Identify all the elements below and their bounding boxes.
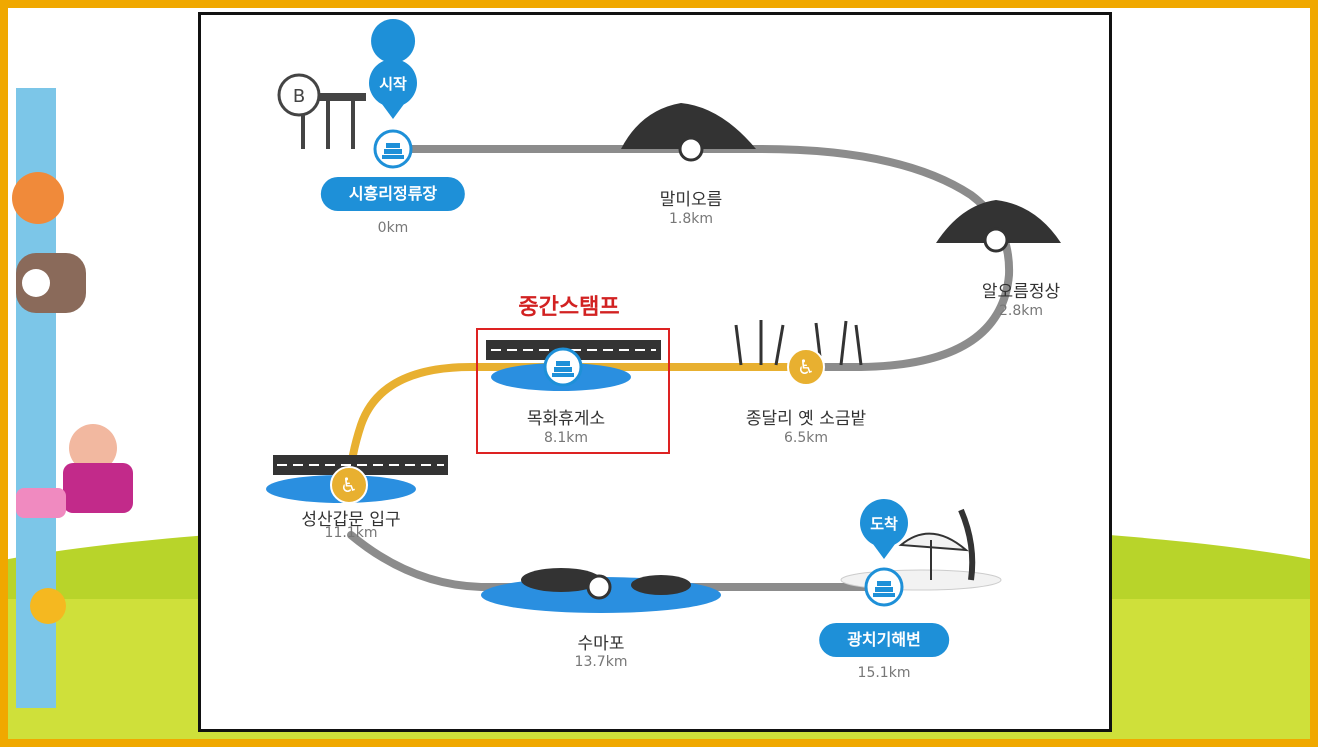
seongsan-road-icon <box>266 455 448 503</box>
stop-distance: 6.5km <box>783 430 829 446</box>
stop-marker-stamp-icon <box>864 567 904 607</box>
svg-text:B: B <box>293 86 305 107</box>
stop-marker-oreum-icon <box>678 136 704 162</box>
route-map: B <box>266 19 1061 613</box>
end-pin-icon <box>860 499 908 559</box>
svg-text:♿: ♿ <box>797 355 815 379</box>
stop-label: 목화휴게소 <box>526 409 606 429</box>
stop-marker-wheelchair-icon: ♿ <box>330 466 368 504</box>
stop-label-start: 시흥리정류장 <box>320 177 466 211</box>
reeds-icon <box>734 320 863 366</box>
stop-label-end: 광치기해변 <box>819 623 949 657</box>
stop-marker-rock-icon <box>586 574 612 600</box>
stop-label: 성산갑문 입구 <box>301 510 401 530</box>
al-oreum-icon <box>936 200 1061 243</box>
stamp-title: 중간스탬프 <box>518 295 620 320</box>
end-pin-label: 도착 <box>870 515 898 533</box>
stop-markers: ♿♿ <box>330 129 1009 607</box>
stop-distance: 8.1km <box>543 430 589 446</box>
stop-marker-stamp-icon <box>543 347 583 387</box>
route-line-lower <box>347 531 890 591</box>
stop-label: 말미오름 <box>659 190 723 210</box>
svg-text:♿: ♿ <box>340 473 358 497</box>
malmi-oreum-icon <box>621 103 756 149</box>
stop-distance: 13.7km <box>574 654 628 670</box>
stop-label: 종달리 옛 소금밭 <box>745 409 867 429</box>
bus-stop-sign-icon: B <box>277 73 366 149</box>
cartoon-decoration <box>12 88 133 708</box>
stamp-highlight-box <box>476 328 670 454</box>
start-pin-label: 시작 <box>379 75 407 93</box>
stop-label: 알오름정상 <box>981 282 1061 302</box>
stop-distance: 11.1km <box>324 525 378 541</box>
start-pin-icon <box>369 19 417 119</box>
stop-marker-oreum-icon <box>983 227 1009 253</box>
stop-label: 수마포 <box>577 634 625 654</box>
stop-marker-stamp-icon <box>373 129 413 169</box>
right-hill-decoration <box>1112 641 1310 739</box>
route-map-panel: B <box>198 12 1112 732</box>
stop-marker-wheelchair-icon: ♿ <box>787 348 825 386</box>
stop-distance: 0km <box>377 220 409 236</box>
stop-distance: 1.8km <box>668 211 714 227</box>
stop-distance: 15.1km <box>857 665 911 681</box>
stop-distance: 2.8km <box>998 303 1044 319</box>
